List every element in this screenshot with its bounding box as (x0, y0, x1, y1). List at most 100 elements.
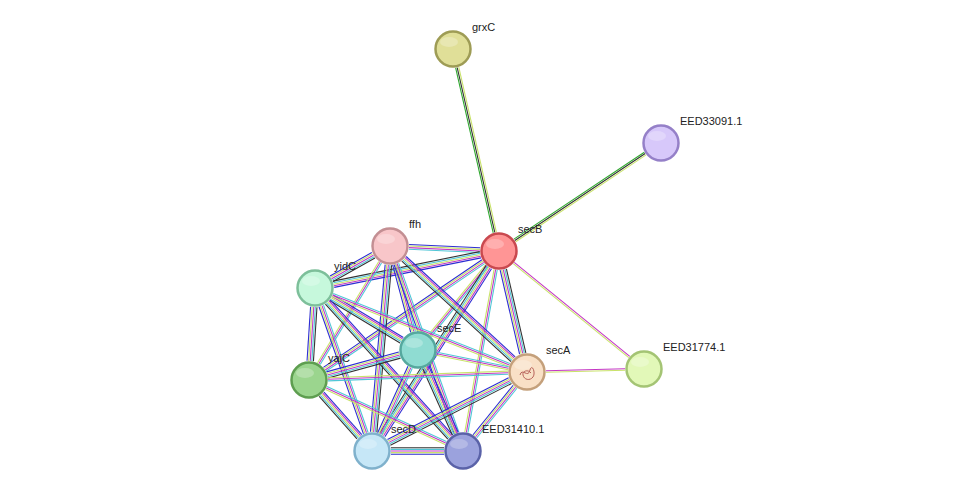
node-disc (644, 126, 679, 161)
evidence-strand (331, 298, 401, 340)
evidence-strand (326, 388, 445, 443)
interaction-edge (409, 249, 480, 252)
node-circle (371, 227, 409, 265)
evidence-strand (513, 264, 629, 358)
evidence-strand (328, 371, 508, 378)
evidence-strand (437, 354, 509, 368)
evidence-strand (391, 452, 444, 453)
evidence-strand (503, 270, 522, 354)
interaction-edge (313, 307, 317, 361)
interaction-group (330, 252, 375, 281)
interaction-edge (399, 263, 459, 432)
evidence-strand (332, 296, 402, 338)
node-disc (510, 355, 545, 390)
structure-glyph (520, 368, 534, 380)
evidence-strand (374, 265, 389, 432)
interaction-group (326, 387, 447, 445)
interaction-edge (506, 269, 525, 353)
interaction-edge (546, 369, 625, 371)
evidence-strand (332, 255, 374, 278)
interaction-group (514, 152, 646, 242)
evidence-strand (402, 261, 511, 361)
protein-node: secA (508, 353, 546, 391)
node-disc (298, 271, 333, 306)
evidence-strand (459, 67, 497, 232)
evidence-strand (436, 355, 508, 369)
evidence-strand (502, 270, 521, 354)
evidence-strand (319, 396, 357, 439)
evidence-strand (405, 258, 514, 358)
node-label: yidC (334, 260, 356, 273)
node-circle (434, 30, 472, 68)
node-highlight (450, 439, 468, 449)
node-label: EED31410.1 (482, 423, 544, 436)
evidence-strand (370, 265, 385, 432)
node-label: ffh (409, 218, 421, 231)
evidence-strand (403, 260, 512, 360)
node-highlight (359, 439, 377, 449)
interaction-group (387, 378, 511, 445)
node-circle (480, 232, 518, 270)
node-disc (627, 352, 662, 387)
protein-node: EED33091.1 (642, 124, 680, 162)
node-circle (353, 432, 391, 470)
node-disc (482, 234, 517, 269)
evidence-strand (515, 154, 645, 241)
node-highlight (302, 276, 320, 286)
node-disc (373, 229, 408, 264)
evidence-strand (391, 450, 444, 451)
interaction-edge (391, 447, 444, 448)
evidence-strand (457, 68, 495, 233)
node-circle (399, 331, 437, 369)
evidence-strand (391, 454, 444, 455)
node-highlight (377, 234, 395, 244)
node-label: EED33091.1 (680, 115, 742, 128)
interaction-group (391, 448, 444, 454)
node-label: grxC (472, 21, 495, 34)
interaction-group (326, 352, 400, 378)
interaction-group (402, 257, 515, 362)
evidence-strand (328, 373, 508, 380)
node-highlight (648, 131, 666, 141)
evidence-strand (391, 449, 444, 450)
node-circle (296, 269, 334, 307)
evidence-strand (409, 244, 480, 247)
evidence-strand (404, 259, 513, 359)
node-disc (436, 32, 471, 67)
protein-node: secD (353, 432, 391, 470)
protein-node: yajC (290, 361, 328, 399)
node-circle (642, 124, 680, 162)
evidence-strand (330, 301, 400, 343)
node-highlight (405, 338, 423, 348)
evidence-strand (326, 389, 445, 444)
node-label: secA (546, 344, 570, 357)
interaction-edge (456, 68, 494, 233)
interaction-edge (514, 262, 630, 356)
node-highlight (440, 37, 458, 47)
node-highlight (296, 368, 314, 378)
protein-node: secE (399, 331, 437, 369)
node-label: yajC (328, 352, 350, 365)
evidence-strand (332, 257, 374, 280)
node-label: secD (391, 423, 416, 436)
evidence-strand (505, 269, 524, 353)
node-circle (625, 350, 663, 388)
evidence-strand (331, 254, 373, 277)
protein-node: yidC (296, 269, 334, 307)
protein-node: grxC (434, 30, 472, 68)
interaction-edge (437, 352, 509, 366)
interaction-group (436, 352, 508, 370)
node-highlight (486, 239, 504, 249)
node-disc (446, 434, 481, 469)
node-label: EED31774.1 (663, 341, 725, 354)
interaction-group (500, 269, 526, 354)
node-disc (401, 333, 436, 368)
node-disc (292, 363, 327, 398)
node-label: secE (437, 322, 461, 335)
interaction-edge (327, 387, 446, 442)
node-highlight (514, 360, 532, 370)
protein-node: EED31774.1 (625, 350, 663, 388)
node-label: secB (518, 223, 542, 236)
interaction-group (513, 262, 630, 357)
interaction-edge (324, 392, 362, 435)
